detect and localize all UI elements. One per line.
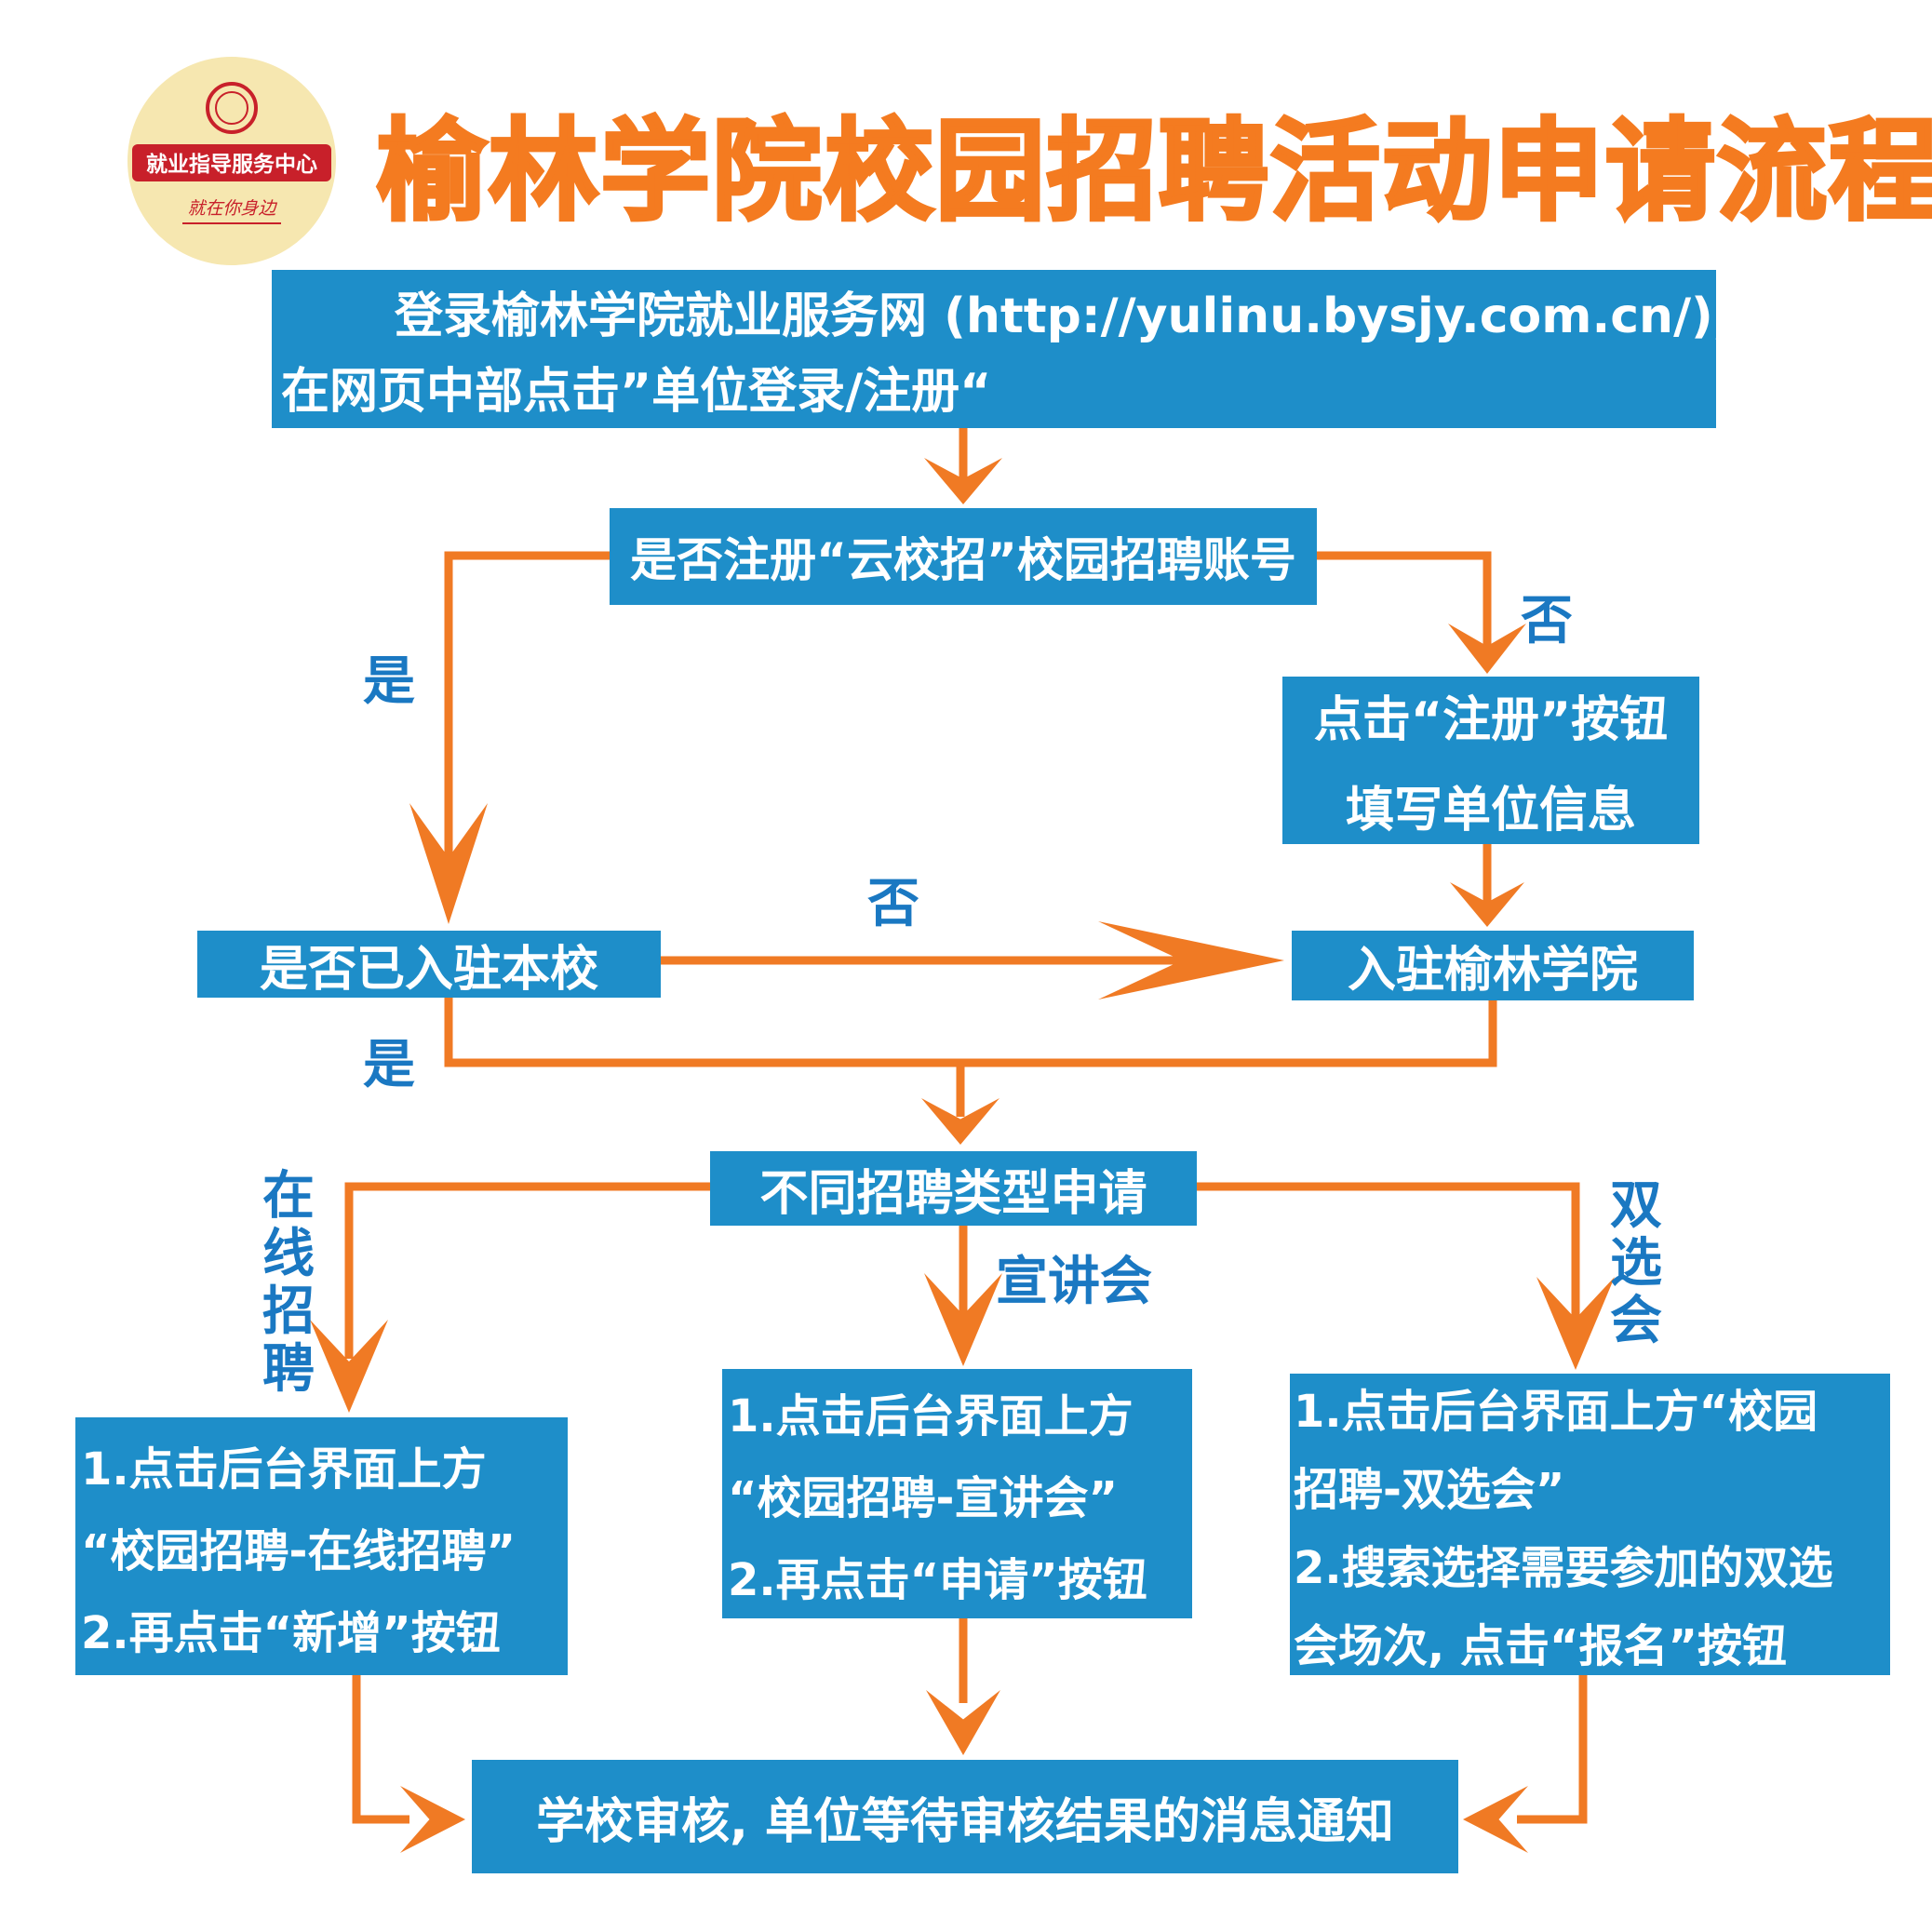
- arrow-to-online: [310, 1320, 388, 1413]
- arrow-fair-to-review: [1463, 1786, 1528, 1853]
- connector-merge: [444, 998, 1497, 1067]
- step-seminar: 1.点击后台界面上方 “校园招聘-宣讲会” 2.再点击“申请”按钮: [722, 1369, 1192, 1618]
- arrow-register-to-settle: [1450, 882, 1524, 927]
- connector-online-to-review: [352, 1675, 409, 1824]
- step-settle: 入驻榆林学院: [1292, 931, 1694, 1000]
- step-online-recruit: 1.点击后台界面上方 “校园招聘-在线招聘” 2.再点击“新增”按钮: [75, 1417, 568, 1675]
- label-job-fair: 双 选 会: [1610, 1175, 1662, 1351]
- connector-to-fair: [1197, 1182, 1580, 1322]
- connector-to-online: [344, 1182, 710, 1359]
- arrow-no-settled: [1098, 921, 1284, 1000]
- logo-seal-icon: [206, 82, 258, 134]
- logo-badge: 就业指导服务中心 就在你身边: [127, 57, 336, 265]
- logo-slogan: 就在你身边: [187, 198, 277, 219]
- arrow-seminar-to-review: [926, 1690, 1000, 1755]
- step-recruit-types: 不同招聘类型申请: [710, 1151, 1197, 1226]
- label-no-registered: 否: [1521, 591, 1573, 651]
- arrow-yes-register: [409, 803, 488, 924]
- step-school-review: 学校审核, 单位等待审核结果的消息通知: [472, 1760, 1458, 1873]
- page-title: 榆林学院校园招聘活动申请流程: [375, 105, 1932, 237]
- decision-registered: 是否注册“云校招”校园招聘账号: [610, 508, 1317, 605]
- connector-fair-to-review: [1517, 1675, 1588, 1824]
- arrow-to-fair: [1536, 1277, 1615, 1370]
- arrow-no-register: [1448, 624, 1526, 674]
- label-yes-registered: 是: [363, 651, 415, 712]
- label-yes-settled: 是: [363, 1035, 415, 1095]
- step-job-fair: 1.点击后台界面上方“校园 招聘-双选会” 2.搜索选择需要参加的双选 会场次,…: [1290, 1374, 1890, 1675]
- logo-name: 就业指导服务中心: [146, 152, 317, 177]
- connector-no-register: [1317, 551, 1492, 656]
- arrow-login-to-check: [924, 458, 1002, 504]
- arrow-to-types: [921, 1098, 1000, 1145]
- step-login: 登录榆林学院就业服务网 (http://yulinu.bysjy.com.cn/…: [272, 270, 1732, 428]
- label-online-recruit: 在 线 招 聘: [262, 1166, 315, 1400]
- arrow-online-to-review: [400, 1786, 465, 1853]
- logo-banner: [132, 144, 331, 181]
- decision-settled: 是否已入驻本校: [197, 931, 661, 998]
- step-register: 点击“注册”按钮 填写单位信息: [1282, 677, 1699, 844]
- label-seminar: 宣讲会: [996, 1252, 1152, 1312]
- connector-yes-register: [444, 551, 610, 875]
- label-no-settled: 否: [867, 874, 919, 934]
- arrow-to-seminar: [924, 1273, 1002, 1366]
